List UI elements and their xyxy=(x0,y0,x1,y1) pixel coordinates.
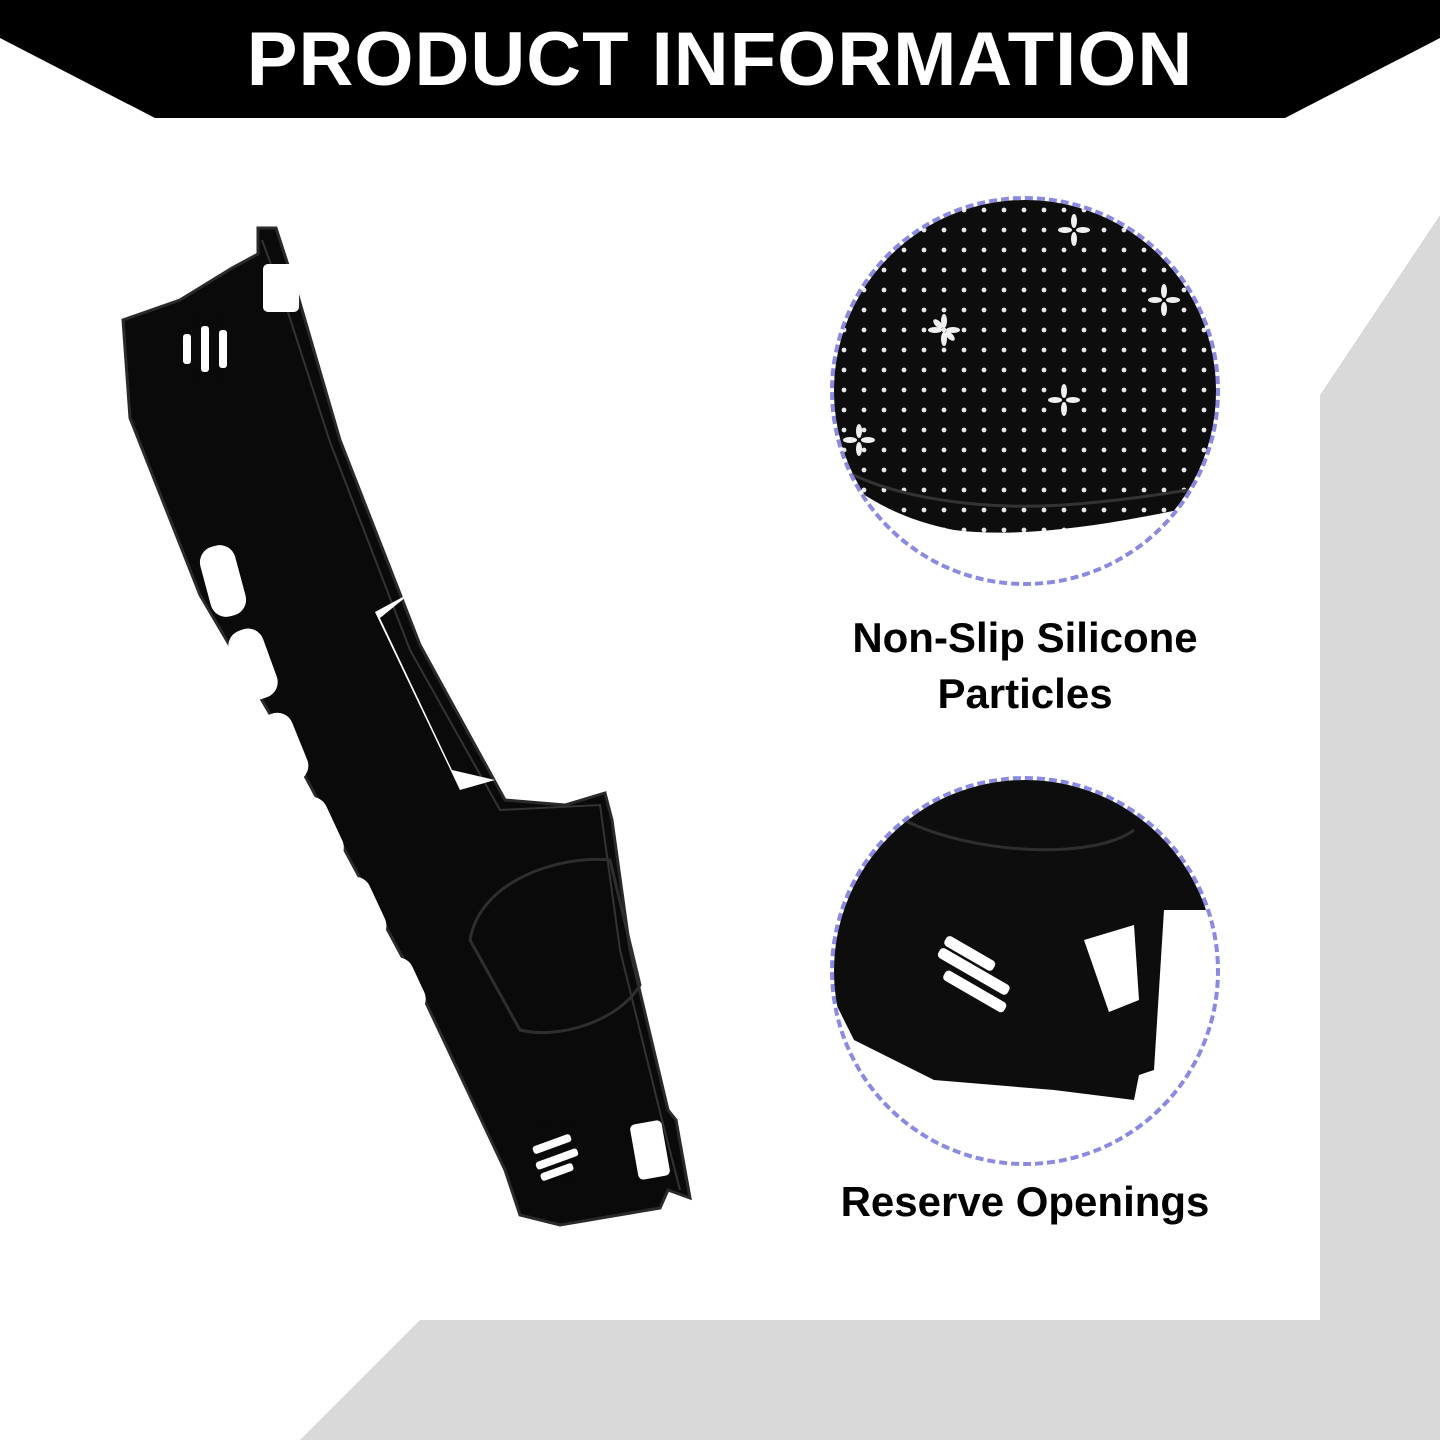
page-title: PRODUCT INFORMATION xyxy=(246,17,1194,102)
feature-closeup-silicone xyxy=(830,196,1220,586)
feature-closeup-openings xyxy=(830,776,1220,1166)
feature-label-openings: Reserve Openings xyxy=(840,1178,1210,1225)
feature-label-silicone: Non-Slip Silicone Particles xyxy=(780,610,1270,722)
header-banner: PRODUCT INFORMATION xyxy=(0,0,1440,120)
feature-label-line2: Particles xyxy=(937,670,1113,717)
feature-label-line1: Non-Slip Silicone xyxy=(852,614,1198,661)
